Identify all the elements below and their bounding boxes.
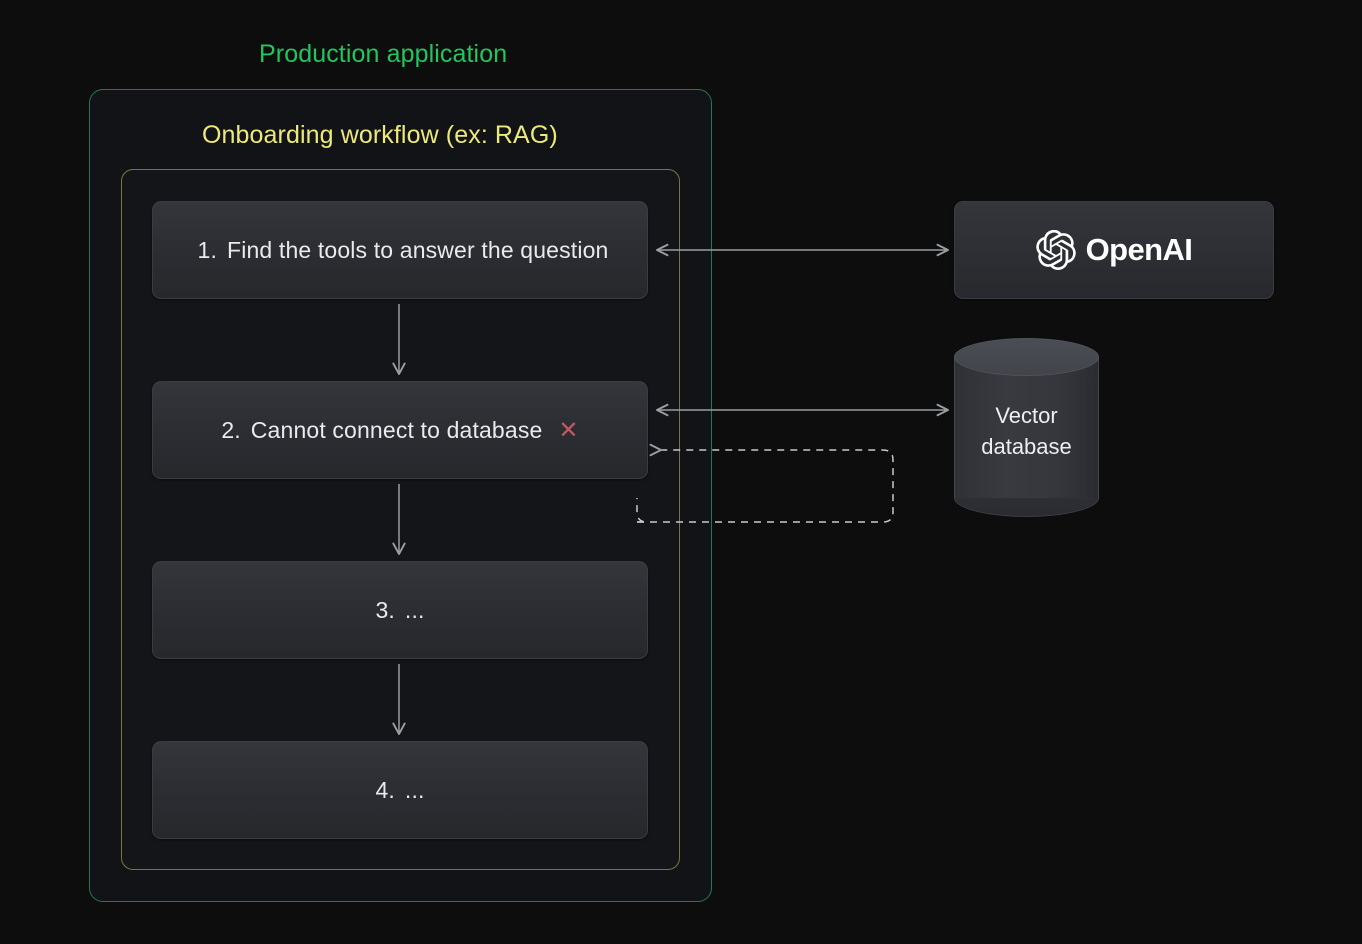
workflow-step-4[interactable]: 4. ... <box>152 741 648 839</box>
step-4-content: 4. ... <box>375 777 424 804</box>
error-x-icon: ✕ <box>558 416 579 444</box>
cylinder-body <box>954 356 1099 498</box>
openai-node[interactable]: OpenAI <box>954 201 1274 299</box>
step-4-number: 4. <box>375 776 395 803</box>
cylinder-top <box>954 338 1099 376</box>
step-2-content: 2. Cannot connect to database ✕ <box>221 417 578 444</box>
step-1-content: 1. Find the tools to answer the question <box>192 237 609 264</box>
production-application-title: Production application <box>259 40 508 68</box>
step-3-number: 3. <box>375 596 395 623</box>
workflow-step-2[interactable]: 2. Cannot connect to database ✕ <box>152 381 648 479</box>
step-1-label: Find the tools to answer the question <box>227 236 609 263</box>
vector-database-line-2: database <box>981 434 1072 459</box>
step-3-content: 3. ... <box>375 597 424 624</box>
openai-label: OpenAI <box>1085 232 1193 267</box>
step-1-number: 1. <box>197 236 218 263</box>
vector-database-node[interactable]: Vector database <box>954 338 1099 517</box>
step-2-label: Cannot connect to database <box>250 416 543 443</box>
vector-database-line-1: Vector <box>995 403 1058 428</box>
step-4-label: ... <box>404 776 425 803</box>
step-3-label: ... <box>404 596 425 623</box>
workflow-step-1[interactable]: 1. Find the tools to answer the question <box>152 201 648 299</box>
workflow-step-3[interactable]: 3. ... <box>152 561 648 659</box>
vector-database-label: Vector database <box>954 400 1099 462</box>
step-2-number: 2. <box>221 416 241 443</box>
onboarding-workflow-title: Onboarding workflow (ex: RAG) <box>202 121 558 149</box>
openai-blossom-icon <box>1035 230 1076 270</box>
